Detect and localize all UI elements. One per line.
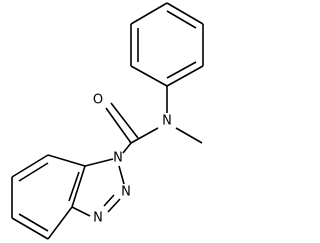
bond-n1-c7a	[84, 158, 114, 167]
chemical-structure-diagram: O N N N N	[11, 2, 204, 240]
benzo-ring	[11, 154, 86, 240]
atom-n1-triazole: N	[113, 151, 123, 166]
bond-phenyl-inner-2	[166, 61, 197, 79]
bond-n1-n2	[118, 165, 125, 185]
bond-benzo-inner-1	[18, 162, 49, 182]
bond-carbonyl-double-2	[110, 102, 139, 139]
bond-c7a-c3a	[71, 165, 86, 208]
bond-n3-c3a	[71, 206, 91, 217]
atom-n-amide: N	[162, 114, 172, 129]
bond-phenyl-6	[130, 2, 168, 25]
atom-labels: O N N N N	[93, 93, 172, 226]
bond-n2-n3-1	[107, 198, 121, 213]
bond-phenyl-4	[130, 65, 168, 87]
bond-carbonyl-to-n1	[122, 142, 132, 154]
bond-n-to-methyl	[175, 127, 203, 144]
bond-c7-c6	[11, 154, 49, 178]
bond-phenyl-3	[166, 65, 204, 87]
bond-phenyl-1	[166, 2, 204, 25]
amide-group	[105, 86, 203, 154]
bond-c5-c4	[11, 217, 49, 240]
bond-n2-n3-2	[103, 194, 115, 207]
bond-c4-c3a	[47, 206, 73, 240]
bond-carbonyl-double-1	[105, 107, 132, 144]
triazole-ring	[71, 158, 125, 217]
bond-benzo-inner-3	[68, 171, 80, 202]
bond-n-to-carbonyl	[130, 127, 159, 144]
phenyl-ring	[130, 2, 204, 87]
atom-n3-triazole: N	[93, 211, 103, 226]
bond-c7a-c7	[47, 154, 86, 167]
atom-oxygen: O	[93, 93, 103, 108]
atom-n2-triazole: N	[121, 185, 131, 200]
bond-benzo-inner-2	[18, 213, 49, 232]
bond-phenyl-inner-1	[166, 10, 197, 29]
